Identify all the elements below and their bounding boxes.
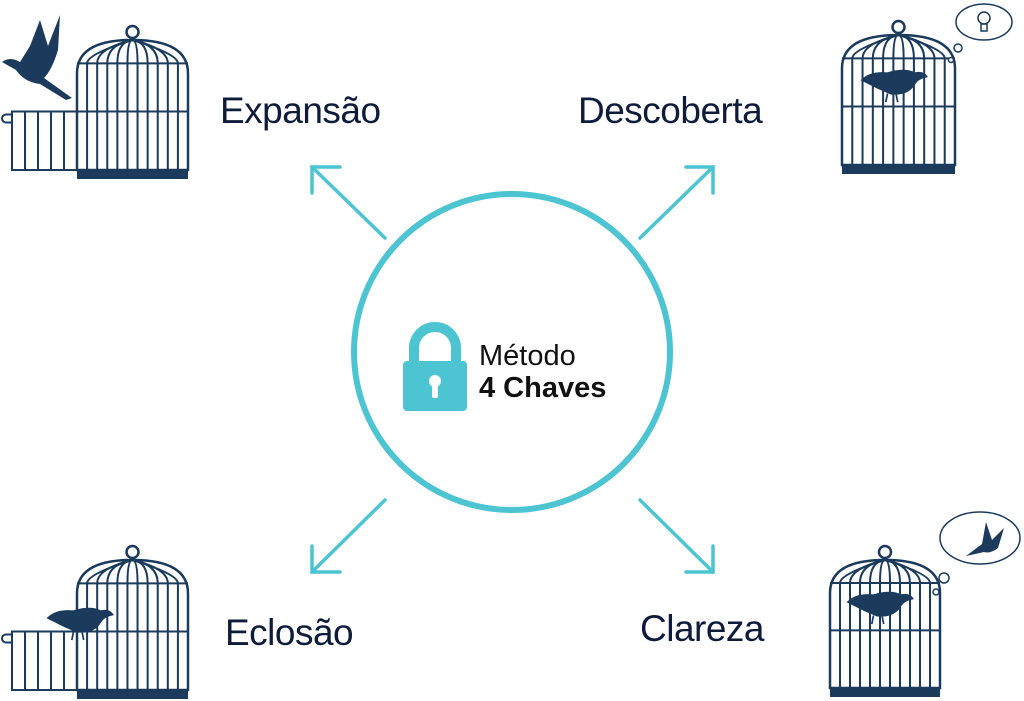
cage-eclosao (75, 544, 190, 699)
key-label-clareza: Clareza (640, 608, 765, 649)
cage-expansao (75, 24, 190, 179)
cage-eclosao-door (1, 630, 78, 691)
cage-expansao-door (1, 110, 78, 171)
flying-bird-icon (2, 15, 72, 100)
key-label-descoberta: Descoberta (578, 90, 763, 131)
bird-clareza (846, 591, 915, 625)
bird-descoberta (860, 69, 929, 103)
cage-clareza (828, 544, 942, 697)
key-label-eclosao: Eclosão (225, 612, 354, 653)
cage-descoberta (840, 19, 957, 174)
center-title-line2: 4 Chaves (479, 372, 607, 404)
arrow-bottom-left (310, 498, 387, 574)
center-circle (351, 191, 673, 513)
center-title-line1: Método (479, 340, 576, 372)
key-label-expansao: Expansão (220, 90, 381, 131)
arrow-top-right (638, 165, 715, 240)
bird-eclosao (46, 607, 115, 641)
arrow-bottom-right (638, 498, 715, 574)
thought-bubble-lightbulb-icon (947, 3, 1013, 64)
arrow-top-left (310, 165, 387, 240)
padlock-icon (403, 322, 467, 411)
thought-bubble-bird-icon (932, 511, 1021, 596)
center-title: Método 4 Chaves (479, 342, 606, 403)
